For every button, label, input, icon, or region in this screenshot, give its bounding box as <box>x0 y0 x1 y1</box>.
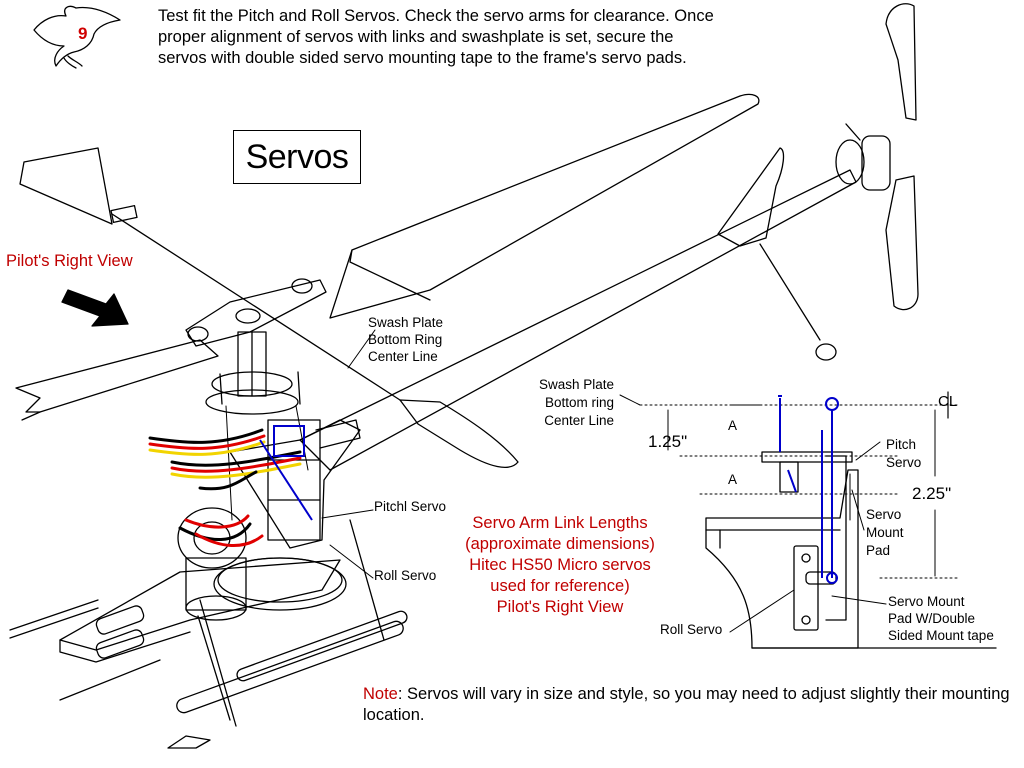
detail-swash-line-3: Center Line <box>544 413 615 428</box>
instructions-text: Test fit the Pitch and Roll Servos. Chec… <box>158 7 714 67</box>
roll-servo-label: Roll Servo <box>374 568 437 583</box>
link-lengths-text: Servo Arm Link Lengths (approximate dime… <box>440 513 680 618</box>
link-lengths-line-3: Hitec HS50 Micro servos <box>469 556 651 574</box>
dimension-a-top: A <box>728 418 738 433</box>
dimension-2-25: 2.25" <box>912 484 952 503</box>
link-lengths-line-5: Pilot's Right View <box>496 598 624 616</box>
note-body: : Servos will vary in size and style, so… <box>363 685 1010 724</box>
title-box: Servos <box>233 130 361 184</box>
mount-tape-line-2: Pad W/Double <box>888 611 976 626</box>
mount-pad-line-3: Pad <box>866 543 891 558</box>
swash-plate-line-1: Swash Plate <box>368 315 444 330</box>
step-number: 9 <box>78 24 88 43</box>
link-lengths-line-4: used for reference) <box>490 577 630 595</box>
detail-swash-line-2: Bottom ring <box>545 395 615 410</box>
main-rotor-blade <box>329 93 760 319</box>
pitch-servo-label: Pitchl Servo <box>374 499 447 514</box>
flybar-paddle-right <box>399 399 519 468</box>
tail-fin <box>717 147 785 247</box>
flybar-paddle-left <box>19 147 113 225</box>
mount-tape-line-1: Servo Mount <box>888 594 965 609</box>
servo-mount-pad-label: Servo Mount Pad <box>866 506 904 560</box>
main-rotor-blade-lower <box>15 339 219 413</box>
note-text: Note: Servos will vary in size and style… <box>363 684 1023 726</box>
dimension-a-bottom: A <box>728 472 738 487</box>
detail-pitch-servo-label: Pitch Servo <box>886 436 921 472</box>
frame <box>59 419 361 663</box>
servo-wires <box>148 428 302 548</box>
mount-tape-line-3: Sided Mount tape <box>888 628 994 643</box>
mount-pad-line-1: Servo <box>866 507 902 522</box>
view-arrow <box>61 289 129 327</box>
swash-plate-label: Swash Plate Bottom Ring Center Line <box>368 314 443 365</box>
centerline-symbol: CL <box>938 393 958 410</box>
servo-mount-tape-label: Servo Mount Pad W/Double Sided Mount tap… <box>888 593 994 644</box>
tail-rotor <box>835 3 919 311</box>
detail-roll-servo-label: Roll Servo <box>660 622 723 637</box>
dimension-1-25: 1.25" <box>648 432 688 451</box>
note-label: Note <box>363 685 398 703</box>
detail-pitch-line-2: Servo <box>886 455 922 470</box>
link-lengths-line-2: (approximate dimensions) <box>465 535 655 553</box>
bird-logo-icon <box>33 5 121 69</box>
detail-swash-label: Swash Plate Bottom ring Center Line <box>539 376 614 430</box>
rotor-head <box>185 278 327 415</box>
detail-pitch-line-1: Pitch <box>886 437 917 452</box>
page-title: Servos <box>245 137 349 176</box>
detail-view <box>619 391 997 649</box>
swash-plate-line-3: Center Line <box>368 349 438 364</box>
detail-swash-line-1: Swash Plate <box>539 377 615 392</box>
swash-plate-line-2: Bottom Ring <box>368 332 443 347</box>
mount-pad-line-2: Mount <box>866 525 904 540</box>
link-lengths-line-1: Servo Arm Link Lengths <box>472 514 648 532</box>
landing-gear <box>9 519 408 749</box>
servo-links <box>259 395 839 584</box>
pilot-view-label: Pilot's Right View <box>6 252 133 270</box>
